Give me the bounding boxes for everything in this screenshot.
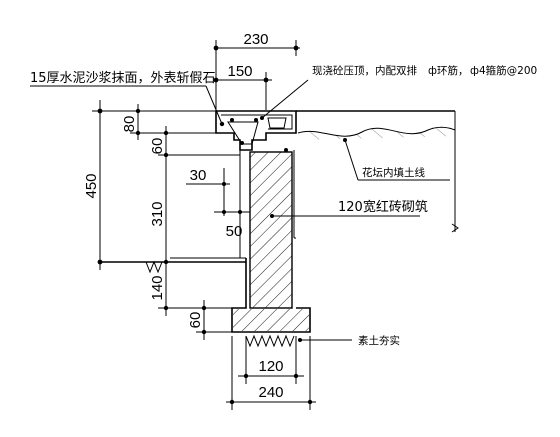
- bottom-dimension-240: 240: [226, 336, 316, 410]
- dim-310: 310: [149, 150, 169, 270]
- dim-240-label: 240: [258, 384, 283, 401]
- note-plaster-text: 15厚水泥沙浆抹面，外表斩假石: [30, 71, 216, 86]
- dim-50: 50: [226, 172, 243, 240]
- dim-30: 30: [186, 167, 250, 216]
- dim-30-label: 30: [190, 167, 207, 184]
- top-dimension-230: 230: [213, 31, 300, 110]
- note-planting-soil-text: 花坛内填土线: [362, 166, 425, 179]
- dim-60-top: 60: [149, 126, 240, 162]
- note-compacted-soil: 素土夯实: [298, 334, 400, 347]
- note-compacted-soil-text: 素土夯实: [358, 334, 400, 347]
- dim-450: 450: [83, 100, 216, 270]
- note-brick-wall-text: 120宽红砖砌筑: [338, 199, 428, 215]
- note-brick-wall: 120宽红砖砌筑: [270, 199, 428, 218]
- note-coping-text: 现浇砼压顶，内配双排: [312, 64, 417, 77]
- dim-450-label: 450: [83, 173, 100, 198]
- dim-60-bottom: 60: [187, 300, 232, 340]
- dim-60-top-label: 60: [149, 138, 166, 155]
- dim-60-bottom-label: 60: [187, 312, 204, 329]
- top-dimension-150: 150: [213, 63, 272, 110]
- bottom-dimension-120: 120: [238, 336, 304, 384]
- dim-310-label: 310: [149, 201, 166, 226]
- brick-wall: [239, 150, 296, 309]
- note-stirrup-text: ф4箍筋@200: [470, 64, 537, 77]
- outside-grade: [100, 260, 295, 348]
- note-ring-bar-text: ф环筋，: [428, 64, 468, 77]
- backfill-soil-line: [286, 110, 459, 233]
- dim-120-label: 120: [258, 358, 283, 375]
- note-plaster-finish: 15厚水泥沙浆抹面，外表斩假石: [30, 71, 225, 127]
- dim-80-label: 80: [121, 116, 138, 133]
- dim-140: 140: [149, 262, 232, 316]
- dim-80: 80: [121, 104, 234, 140]
- dim-150-label: 150: [227, 63, 252, 80]
- dim-140-label: 140: [149, 275, 166, 300]
- dim-230-label: 230: [243, 31, 268, 48]
- concrete-coping: [215, 110, 297, 152]
- dim-50-label: 50: [226, 223, 243, 240]
- note-planting-soil-line: 花坛内填土线: [343, 138, 450, 181]
